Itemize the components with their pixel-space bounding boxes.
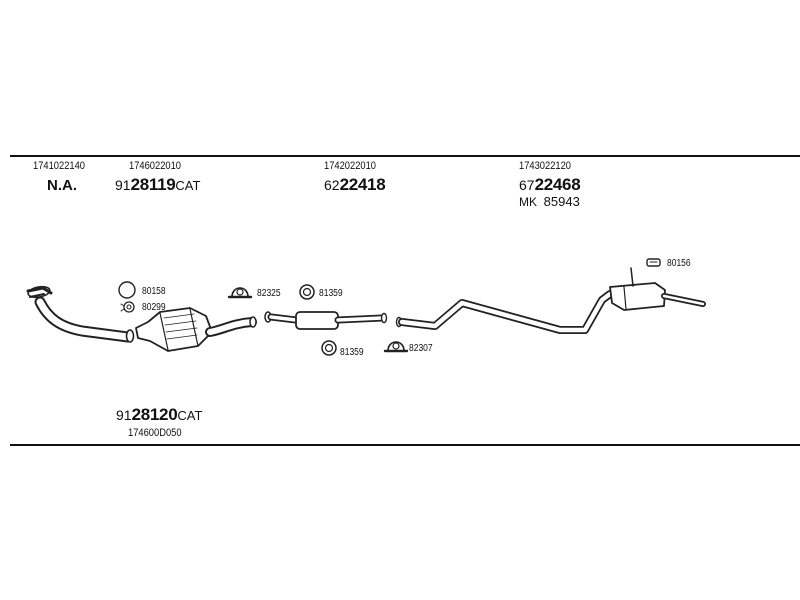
part-label-80158: 80158	[142, 286, 166, 297]
rubber-mount-81359-bottom-icon	[321, 340, 337, 356]
catalyst-part-number: 9128119CAT	[115, 176, 200, 194]
center-muffler-illustration	[264, 311, 388, 330]
rear-muffler-illustration	[609, 267, 706, 311]
bottom-divider	[10, 444, 800, 446]
footer-catalyst-number: 28120	[131, 405, 178, 424]
catalyst-prefix: 91	[115, 177, 131, 193]
gasket-80299-icon	[120, 301, 135, 313]
rear-muffler-prefix: 67	[519, 177, 535, 193]
footer-catalyst-prefix: 91	[116, 407, 132, 423]
clamp-82325-icon	[227, 287, 253, 299]
front-pipe-illustration	[26, 285, 135, 343]
catalytic-converter-illustration	[135, 307, 257, 352]
oe-number-center-muffler: 1742022010	[324, 160, 377, 172]
oe-number-catalyst: 1746022010	[129, 160, 182, 172]
center-muffler-part-number: 6222418	[324, 175, 386, 194]
center-muffler-prefix: 62	[324, 177, 340, 193]
mounting-kit-prefix: MK	[519, 195, 537, 209]
tail-pipe-illustration	[395, 290, 614, 334]
footer-catalyst-suffix: CAT	[177, 408, 203, 423]
clamp-82307-icon	[383, 341, 409, 353]
footer-oe-number: 174600D050	[128, 427, 182, 439]
oe-number-front-pipe: 1741022140	[33, 160, 86, 172]
top-divider	[10, 155, 800, 157]
part-label-82325: 82325	[257, 288, 281, 299]
hanger-80156-icon	[646, 258, 661, 267]
part-label-81359-top: 81359	[319, 288, 343, 299]
footer-catalyst-part-number: 9128120CAT	[116, 406, 202, 424]
mounting-kit-number: MK 85943	[519, 195, 580, 208]
catalyst-suffix: CAT	[175, 178, 201, 193]
part-label-80299: 80299	[142, 302, 166, 313]
rear-muffler-part-number: 6722468	[519, 175, 581, 194]
catalyst-number: 28119	[130, 175, 176, 194]
oe-number-rear-muffler: 1743022120	[519, 160, 572, 172]
front-pipe-not-available: N.A.	[47, 177, 77, 194]
rubber-mount-81359-top-icon	[299, 284, 315, 300]
mounting-kit-value: 85943	[543, 194, 580, 209]
part-label-82307: 82307	[409, 343, 433, 354]
part-label-81359-bottom: 81359	[340, 347, 364, 358]
part-label-80156: 80156	[667, 258, 691, 269]
center-muffler-number: 22418	[339, 175, 386, 194]
rear-muffler-number: 22468	[534, 175, 581, 194]
seal-ring-80158-icon	[118, 281, 136, 299]
